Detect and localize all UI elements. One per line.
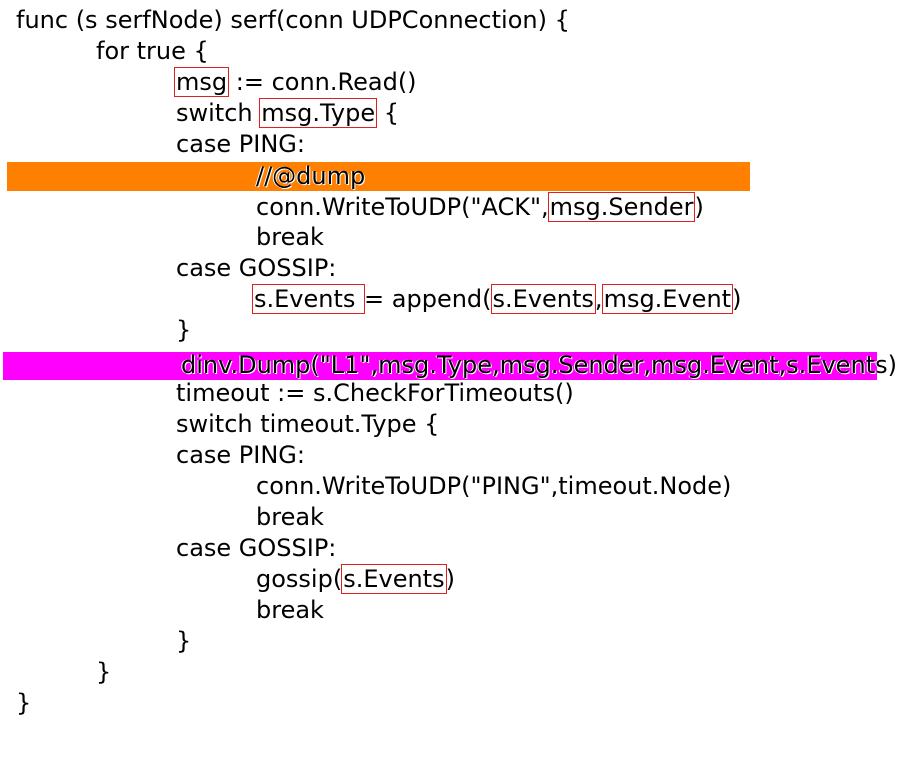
code-text: ) xyxy=(694,193,704,221)
code-line-dinv-dump: dinv.Dump("L1",msg.Type,msg.Sender,msg.E… xyxy=(181,351,897,379)
code-text: { xyxy=(376,99,400,127)
code-text: conn.WriteToUDP("ACK", xyxy=(256,193,549,221)
code-line-close-brace: } xyxy=(176,627,192,655)
code-text: switch xyxy=(176,99,261,127)
code-line-dump-comment: //@dump xyxy=(256,162,366,190)
code-line-case-gossip: case GOSSIP: xyxy=(176,254,337,282)
code-line-break: break xyxy=(256,503,324,531)
var-s-events: s.Events xyxy=(251,284,366,314)
var-msg-type: msg.Type xyxy=(259,98,378,128)
code-line-write-ack: conn.WriteToUDP("ACK",msg.Sender) xyxy=(256,192,704,223)
code-line-case-gossip: case GOSSIP: xyxy=(176,534,337,562)
var-s-events: s.Events xyxy=(341,564,447,594)
code-line-read: msg := conn.Read() xyxy=(173,67,417,98)
code-line-func-signature: func (s serfNode) serf(conn UDPConnectio… xyxy=(16,6,570,34)
var-msg-event: msg.Event xyxy=(601,284,734,314)
code-text: = append( xyxy=(364,285,492,313)
code-line-case-ping: case PING: xyxy=(176,441,305,469)
code-line-timeout: timeout := s.CheckForTimeouts() xyxy=(176,379,574,407)
code-line-close-brace: } xyxy=(176,316,192,344)
code-line-gossip-call: gossip(s.Events) xyxy=(256,564,455,595)
code-text: , xyxy=(594,285,603,313)
code-line-switch-timeout: switch timeout.Type { xyxy=(176,410,440,438)
var-s-events: s.Events xyxy=(490,284,596,314)
code-line-break: break xyxy=(256,596,324,624)
code-text: ) xyxy=(732,285,742,313)
code-text: gossip( xyxy=(256,565,343,593)
code-text: := conn.Read() xyxy=(228,68,417,96)
dump-call-highlight xyxy=(3,352,877,380)
var-msg-sender: msg.Sender xyxy=(547,192,696,222)
code-line-case-ping: case PING: xyxy=(176,130,305,158)
code-line-switch-msg: switch msg.Type { xyxy=(176,98,399,129)
code-line-break: break xyxy=(256,223,324,251)
var-msg: msg xyxy=(173,67,230,97)
code-line-close-brace: } xyxy=(96,658,112,686)
dump-comment-highlight xyxy=(7,162,750,191)
code-line-write-ping: conn.WriteToUDP("PING",timeout.Node) xyxy=(256,472,732,500)
code-text: ) xyxy=(445,565,455,593)
code-line-close-brace: } xyxy=(16,689,32,717)
code-line-for-loop: for true { xyxy=(96,37,209,65)
code-line-append: s.Events = append(s.Events,msg.Event) xyxy=(251,284,742,315)
